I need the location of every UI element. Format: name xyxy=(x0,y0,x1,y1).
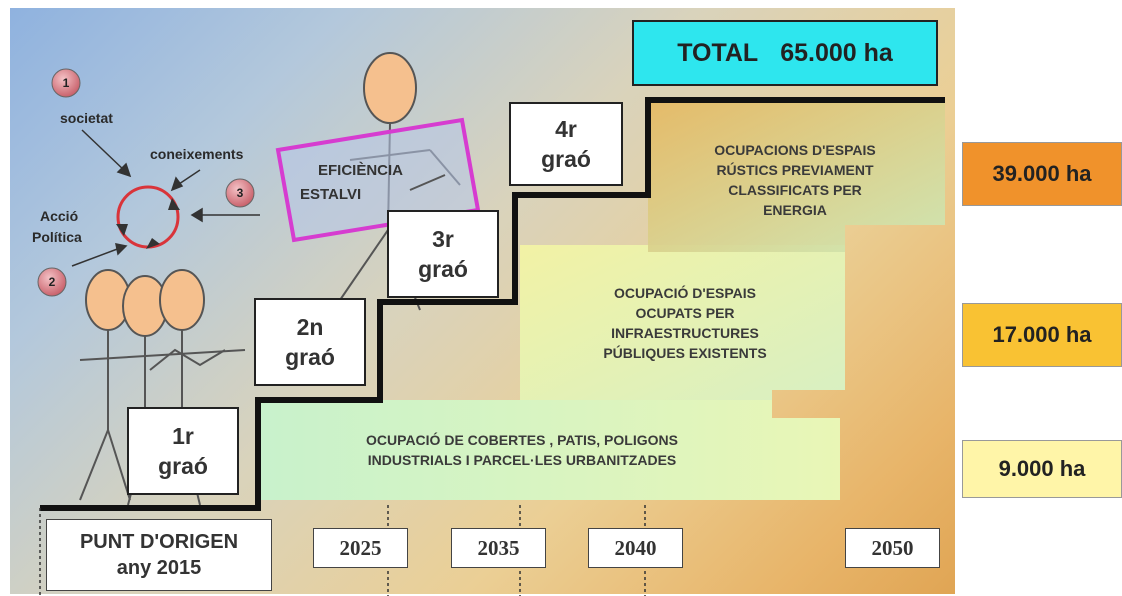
number-3-label: 3 xyxy=(236,186,244,200)
zone-1-line: OCUPACIÓ DE COBERTES , PATIS, POLIGONS xyxy=(366,432,678,448)
zone-1-area xyxy=(258,400,840,500)
step-2-box: 2n graó xyxy=(254,298,366,386)
zone-3-line: ENERGIA xyxy=(763,202,827,218)
zone-2-line: INFRAESTRUCTURES xyxy=(611,325,759,341)
zone-2-text: OCUPACIÓ D'ESPAIS OCUPATS PER INFRAESTRU… xyxy=(540,283,830,363)
hectares-17000: 17.000 ha xyxy=(962,303,1122,367)
zone-3-text: OCUPACIONS D'ESPAIS RÚSTICS PREVIAMENT C… xyxy=(660,140,930,220)
origin-box: PUNT D'ORIGEN any 2015 xyxy=(46,519,272,591)
hectares-9000: 9.000 ha xyxy=(962,440,1122,498)
year-2040: 2040 xyxy=(588,528,683,568)
step-2-word: graó xyxy=(285,344,335,370)
number-circle-1 xyxy=(51,68,81,98)
number-circle-3 xyxy=(225,178,255,208)
zone-2-line: OCUPATS PER xyxy=(635,305,735,321)
efficiency-label: EFICIÈNCIA xyxy=(318,162,404,179)
zone-1-line: INDUSTRIALS I PARCEL·LES URBANITZADES xyxy=(367,452,677,468)
step-1-box: 1r graó xyxy=(127,407,239,495)
arrows xyxy=(71,129,260,267)
staircase-line xyxy=(40,97,945,511)
total-label: TOTAL xyxy=(677,38,759,67)
zone-3-line: CLASSIFICATS PER xyxy=(728,182,862,198)
zone-2-area xyxy=(520,245,845,400)
step-4-word: graó xyxy=(541,146,591,172)
zone-1-text: OCUPACIÓ DE COBERTES , PATIS, POLIGONS I… xyxy=(272,430,772,470)
origin-line1: PUNT D'ORIGEN xyxy=(79,531,239,553)
number-2-label: 2 xyxy=(48,275,56,289)
label-societat: societat xyxy=(60,110,113,126)
zone-3-area xyxy=(648,100,945,252)
zone-3-line: RÚSTICS PREVIAMENT xyxy=(716,162,874,178)
number-circle-2 xyxy=(37,267,67,297)
total-box: TOTAL 65.000 ha xyxy=(632,20,938,86)
year-2025: 2025 xyxy=(313,528,408,568)
step-1-word: graó xyxy=(158,453,208,479)
year-2035: 2035 xyxy=(451,528,546,568)
step-4-ordinal: 4r xyxy=(555,116,577,142)
step-3-ordinal: 3r xyxy=(432,226,454,252)
step-3-box: 3r graó xyxy=(387,210,499,298)
label-coneixements: coneixements xyxy=(150,146,244,162)
step-1-ordinal: 1r xyxy=(172,423,194,449)
zone-3-line: OCUPACIONS D'ESPAIS xyxy=(714,142,876,158)
step-4-box: 4r graó xyxy=(509,102,623,186)
label-accio: Acció xyxy=(40,208,79,224)
year-2050: 2050 xyxy=(845,528,940,568)
step-3-word: graó xyxy=(418,256,468,282)
action-cycle-ring xyxy=(116,185,180,249)
label-politica: Política xyxy=(32,229,82,245)
step-2-ordinal: 2n xyxy=(296,314,324,340)
zone-2-line: OCUPACIÓ D'ESPAIS xyxy=(613,285,757,301)
saving-label: ESTALVI xyxy=(300,186,362,203)
zone-2-line: PÚBLIQUES EXISTENTS xyxy=(603,345,767,361)
number-1-label: 1 xyxy=(62,76,70,90)
origin-year: any 2015 xyxy=(116,557,202,579)
total-value: 65.000 ha xyxy=(780,38,893,67)
hectares-39000: 39.000 ha xyxy=(962,142,1122,206)
